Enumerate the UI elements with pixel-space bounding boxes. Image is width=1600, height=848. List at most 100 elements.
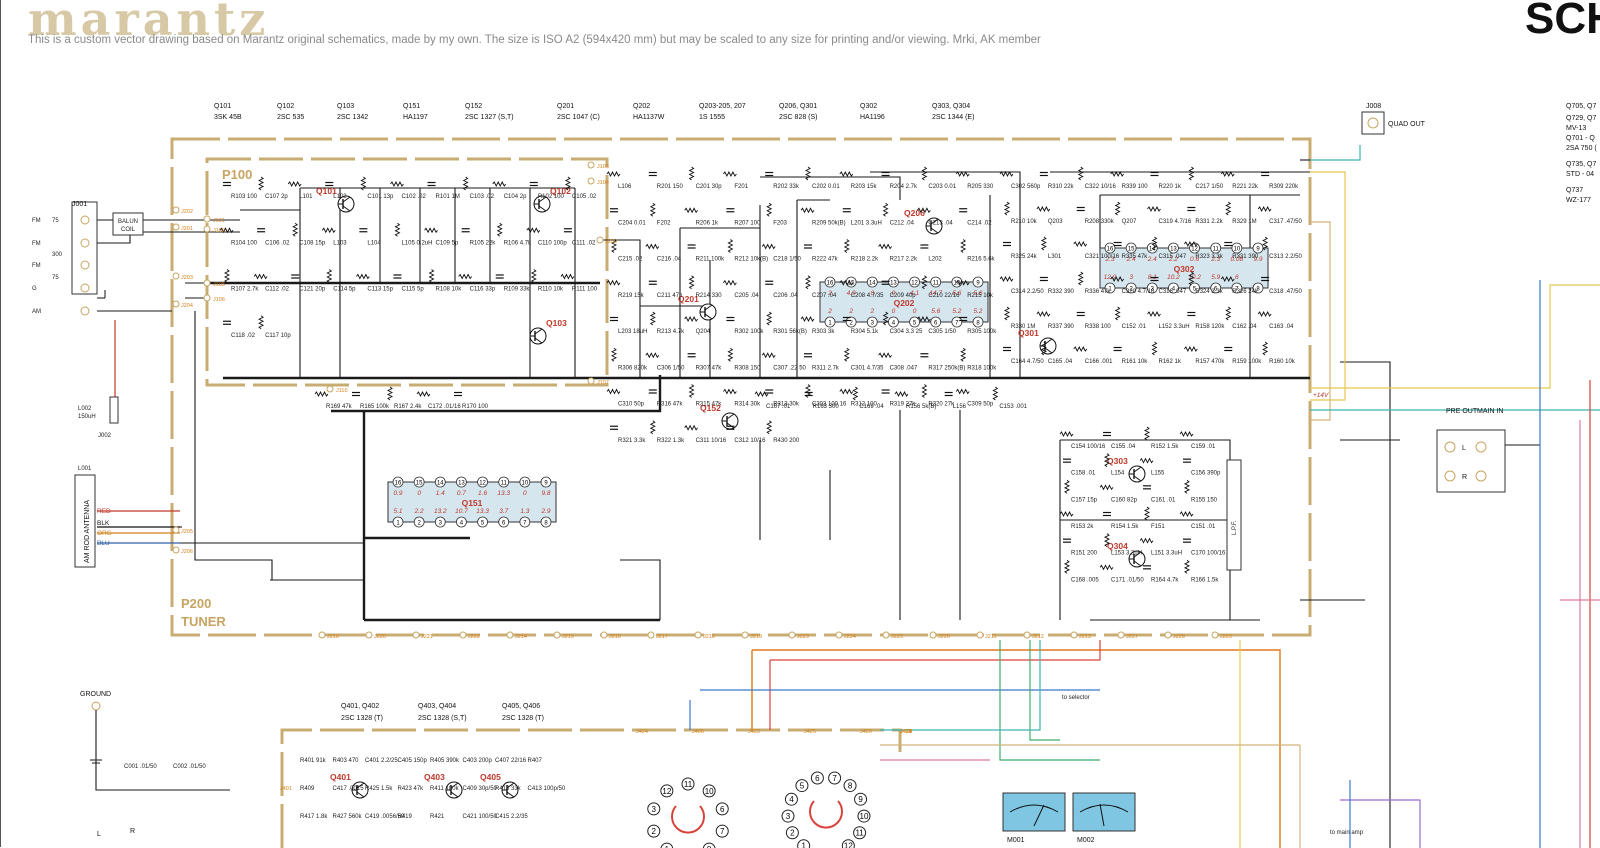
antenna-terminal-label: FM (32, 241, 41, 247)
component: R220 1k (1149, 171, 1182, 190)
component-ref: R212 10k(B) (734, 257, 768, 263)
component-ref: C206 .04 (773, 293, 798, 299)
ic-pin-number: 16 (1107, 247, 1114, 253)
switch-contact-number: 3 (652, 805, 657, 814)
ic-q151: 160.9150141.4130.7121.61113.310099.815.1… (387, 476, 557, 528)
ttable-ref: Q152 (465, 103, 482, 110)
component: C166 .001 (1073, 346, 1113, 365)
component-ref: R206 1k (696, 220, 719, 226)
ttable-ref: Q203-205, 207 (699, 103, 746, 110)
bottom-component-ref: R427 560k (333, 814, 363, 820)
component-ref: R157 470k (1195, 359, 1225, 365)
main-in-label: MAIN IN (1477, 408, 1503, 415)
component-ref: C205 .04 (734, 293, 759, 299)
ic-pin (1125, 282, 1137, 294)
component: C206 .04 (764, 280, 798, 299)
rtable-type: 2SA 750 ( (1566, 145, 1597, 152)
transistor-ref: Q206 (904, 208, 925, 218)
component-ref: C311 10/16 (696, 438, 727, 444)
component: F151 (1144, 506, 1165, 530)
ic-pin (1104, 282, 1116, 294)
component: C214 .02 (958, 208, 992, 226)
switch-contact (660, 784, 674, 798)
function-selector-switch-1: 123121110678 (647, 777, 729, 848)
component: R158 120k (1186, 311, 1225, 330)
balun-label-2: COIL (121, 227, 136, 233)
component: C157 15p (1064, 479, 1098, 503)
ic-pin-number: 13 (890, 281, 897, 287)
junction-label: J103 (597, 164, 609, 170)
component-ref: R158 120k (1195, 324, 1225, 330)
component: R320 27k (921, 384, 955, 408)
component: R201 150 (648, 171, 683, 190)
ic-pin-voltage: 2.4 (1147, 256, 1157, 263)
component-ref: F202 (657, 220, 671, 226)
component-ref: R215 10k (967, 293, 994, 299)
board-p200-outline (170, 137, 1312, 637)
component: C113 15p (355, 274, 394, 293)
pre-out-r-jack (1444, 470, 1456, 482)
component: R212 10k(B) (727, 239, 768, 263)
component: R307 47k (686, 353, 723, 371)
antenna-terminal-label: AM (32, 309, 41, 315)
junction-node (506, 631, 514, 639)
component: C153 .001 (992, 386, 1028, 410)
ic-pin-voltage: 13.2 (434, 508, 447, 515)
component-ref: C159 .01 (1191, 444, 1216, 450)
component: R104 100 (219, 227, 258, 246)
svg-text:M002: M002 (1077, 837, 1095, 844)
main-in-l-jack (1475, 441, 1487, 453)
ic-pin (540, 516, 552, 528)
ttable-type: HA1196 (860, 114, 885, 121)
board-tuner-label: TUNER (181, 614, 226, 629)
signal-meter-m001: M001 (1002, 792, 1066, 844)
component: C218 1/50 (761, 244, 802, 263)
component: L105 0.2uH (395, 222, 432, 246)
component-ref: R162 1k (1159, 359, 1182, 365)
ic-pin-number: 1 (828, 321, 832, 327)
switch-contact (647, 802, 661, 816)
component: C201 30p (689, 166, 722, 190)
ic-q302: 162.3152.4142.4132.2120.6112.3100.0899.9… (1099, 242, 1269, 294)
ic-pin (866, 276, 878, 288)
component: R306 820k (611, 347, 648, 371)
component: C321 100/16 (1073, 241, 1120, 260)
ttable-type: 3SK 45B (214, 114, 242, 121)
antenna-terminal-label: FM (32, 263, 41, 269)
l002-coil (109, 396, 119, 424)
component: C159 .01 (1179, 431, 1216, 450)
j008-label: J008 (1366, 103, 1381, 110)
ic-pin (519, 476, 531, 488)
component-ref: R160 10k (1269, 359, 1296, 365)
component-ref: R163 300 (813, 404, 840, 410)
component: L155 (1139, 458, 1165, 477)
switch-contact (785, 826, 799, 840)
bottom-ttable-type: 2SC 1328 (T) (341, 715, 383, 722)
component-ref: C153 .001 (999, 404, 1027, 410)
component-ref: R108 10k (436, 287, 463, 293)
component-ref: R106 4.7k (504, 240, 532, 246)
component: R304 5.1k (842, 316, 879, 335)
component: R336 47k (1078, 271, 1111, 295)
component: R151 200 (1062, 538, 1098, 557)
component-ref: R304 5.1k (851, 329, 879, 335)
ic-pin-number: 3 (871, 321, 875, 327)
component-ref: C170 100/16 (1191, 551, 1226, 557)
component-ref: C313 2.2/50 (1269, 254, 1302, 260)
component-ref: C111 .02 (572, 240, 596, 246)
ic-pin (498, 476, 510, 488)
component: R110 10k (531, 269, 564, 293)
component: R160 10k (1262, 341, 1296, 365)
ic-pin-voltage: 2 (848, 308, 853, 315)
bottom-junction-label: J423 (748, 729, 760, 735)
ic-pin-voltage: 2.3 (1104, 256, 1114, 263)
ic-pin-voltage: 12.9 (1104, 274, 1117, 281)
component: L202 (919, 244, 942, 263)
ic-pin-number: 1 (1108, 287, 1112, 293)
ic-pin-number: 9 (1256, 247, 1260, 253)
component-ref: R430 200 (773, 438, 800, 444)
component-ref: R307 47k (696, 365, 723, 371)
